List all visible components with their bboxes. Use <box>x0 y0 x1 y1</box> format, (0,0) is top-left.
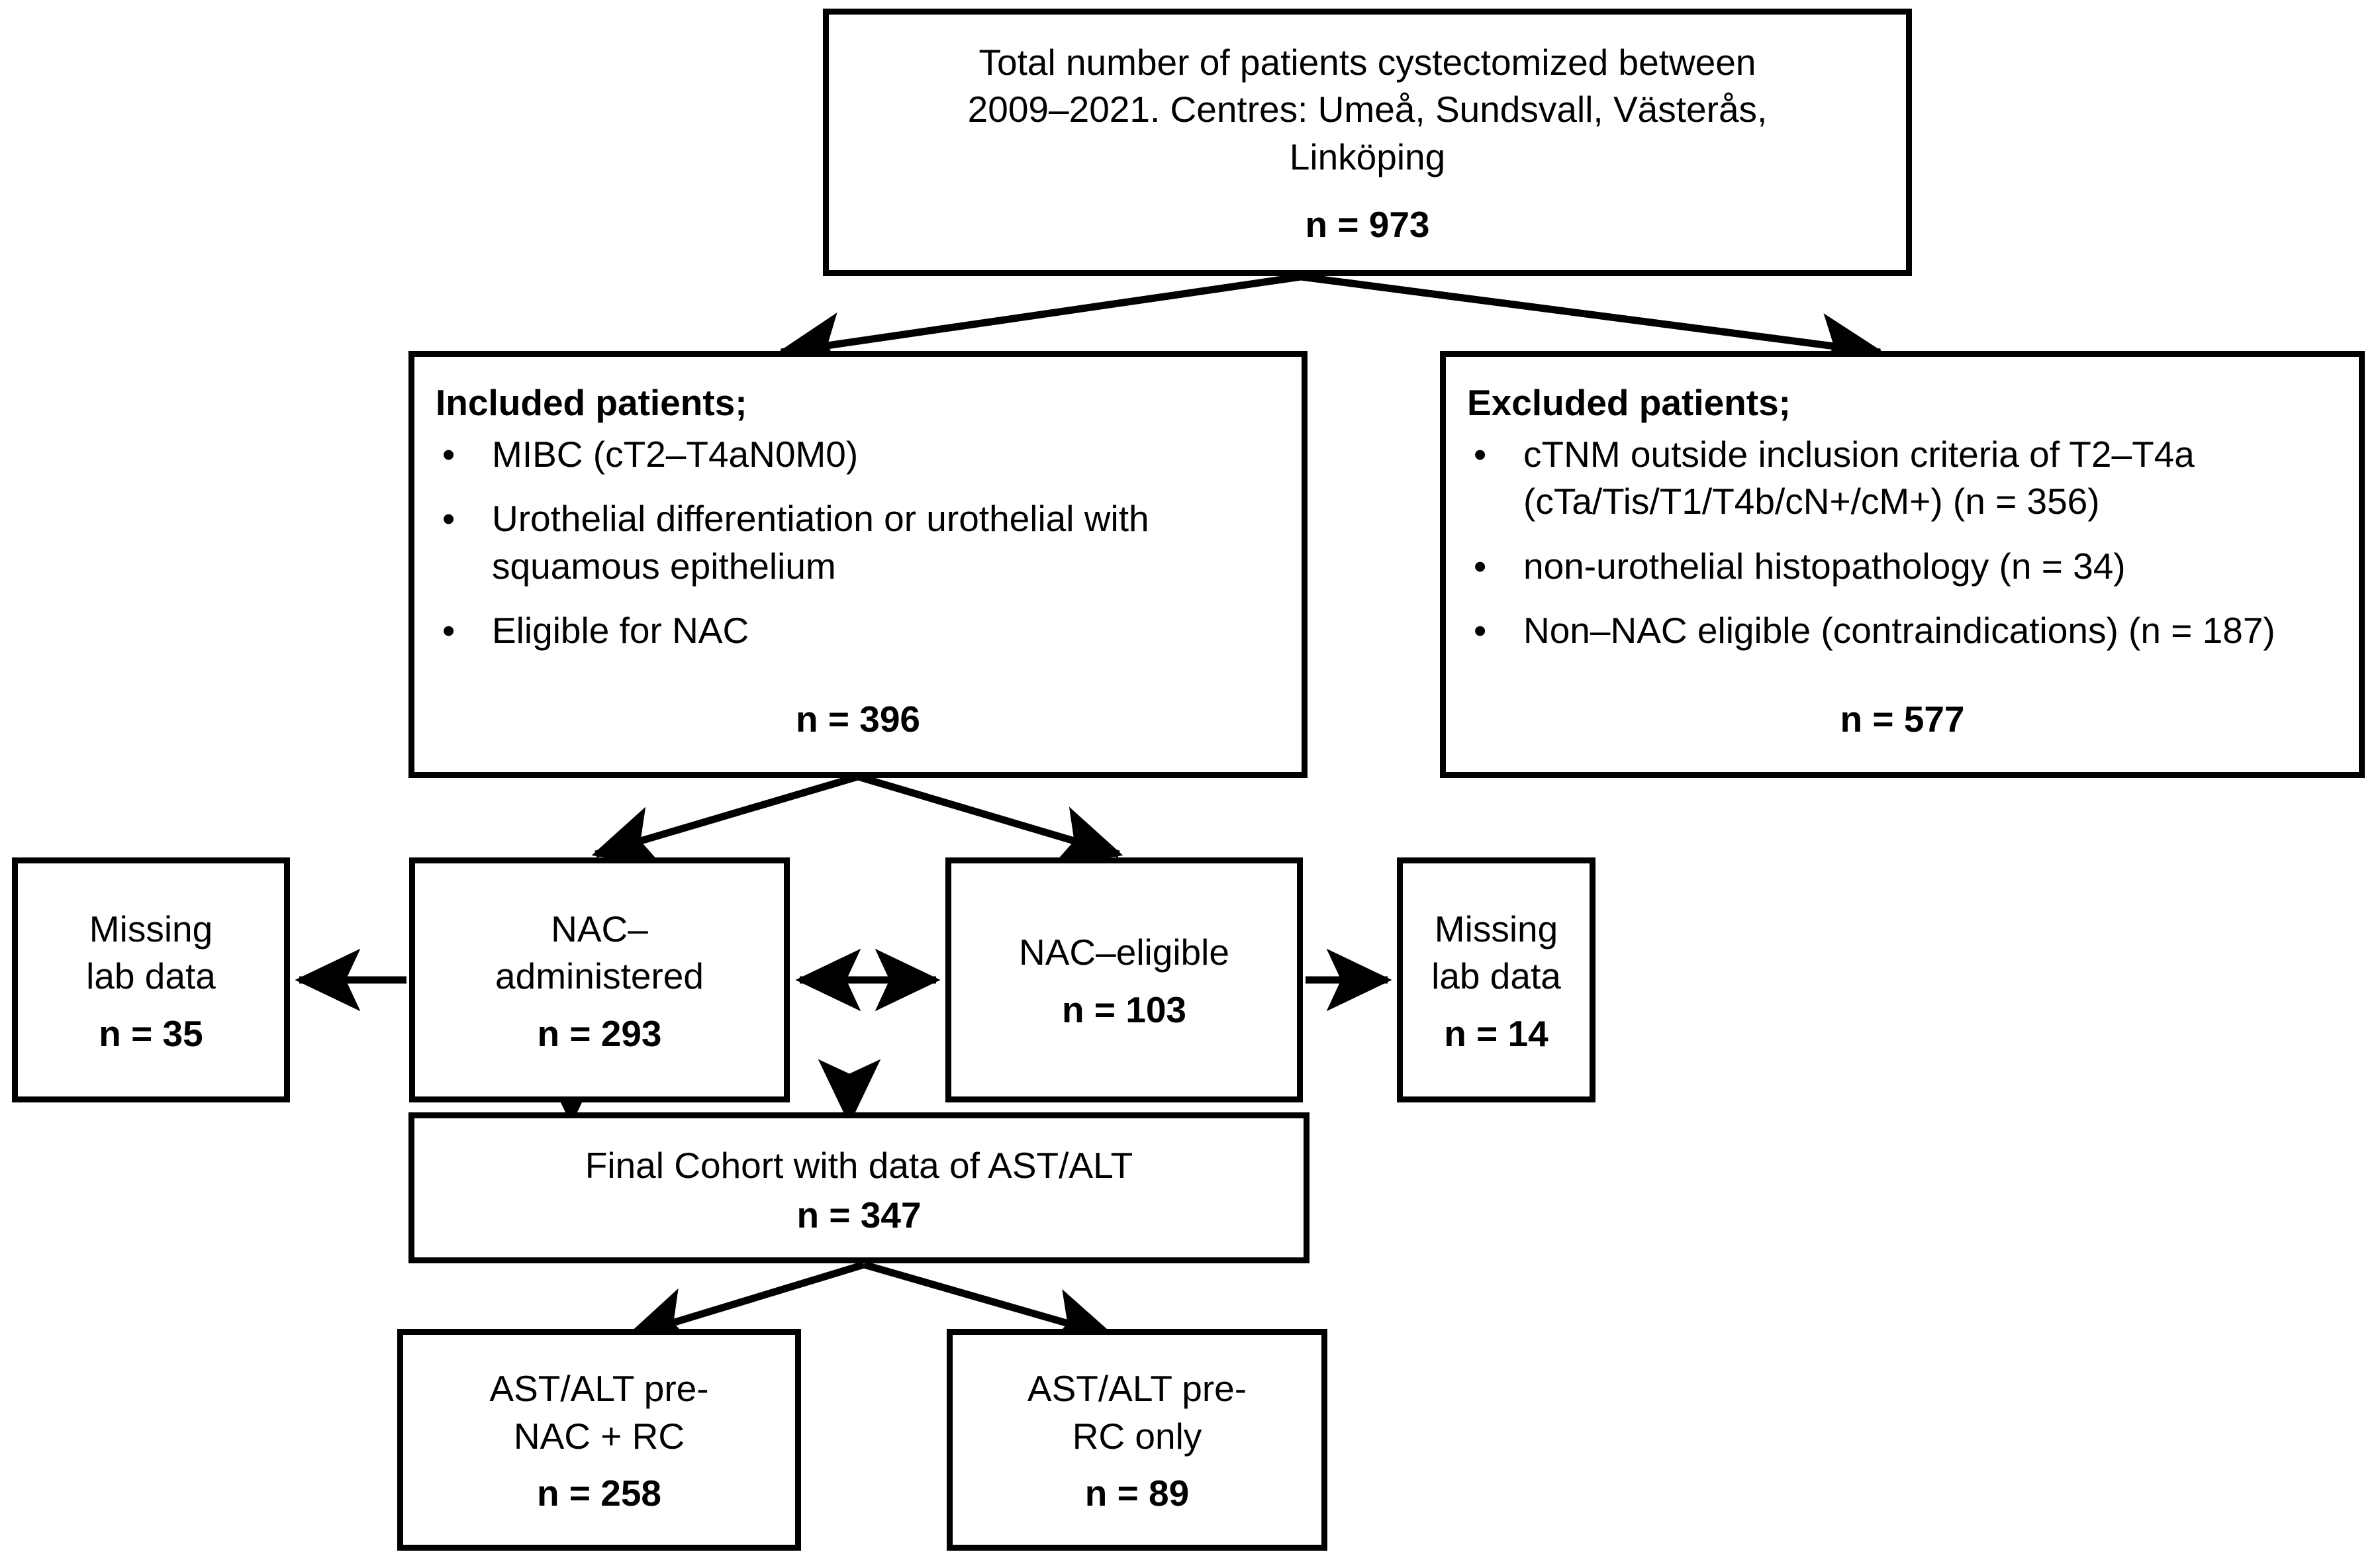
edge-included-to-nac-administered <box>591 773 859 867</box>
node-total-patients: Total number of patients cystectomized b… <box>823 9 1912 276</box>
edge-final-cohort-to-pre-nac-rc <box>624 1261 865 1349</box>
total-patients-count: n = 973 <box>1305 204 1430 246</box>
total-patients-line1: Total number of patients cystectomized b… <box>978 41 1756 83</box>
nac-administered-line2: administered <box>495 955 704 996</box>
included-patients-heading: Included patients; <box>436 382 747 423</box>
pre-nac-rc-count: n = 258 <box>536 1473 662 1514</box>
node-ast-alt-pre-nac-rc: AST/ALT pre- NAC + RC n = 258 <box>397 1329 801 1551</box>
excluded-patients-heading: Excluded patients; <box>1467 382 1791 423</box>
node-missing-lab-data-left: Missing lab data n = 35 <box>12 857 290 1102</box>
included-bullet-3: Eligible for NAC <box>428 607 1288 655</box>
pre-rc-only-line2: RC only <box>1072 1415 1202 1457</box>
pre-rc-only-count: n = 89 <box>1084 1473 1190 1514</box>
nac-administered-count: n = 293 <box>537 1012 662 1054</box>
missing-left-line1: Missing <box>89 908 213 949</box>
excluded-bullet-3: Non–NAC eligible (contraindications) (n … <box>1459 607 2346 655</box>
node-nac-eligible: NAC–eligible n = 103 <box>945 857 1303 1102</box>
node-missing-lab-data-right: Missing lab data n = 14 <box>1397 857 1595 1102</box>
node-ast-alt-pre-rc-only: AST/ALT pre- RC only n = 89 <box>947 1329 1327 1551</box>
missing-right-count: n = 14 <box>1444 1012 1548 1054</box>
excluded-bullet-2: non-urothelial histopathology (n = 34) <box>1459 543 2346 591</box>
final-cohort-line1: Final Cohort with data of AST/ALT <box>585 1145 1133 1186</box>
nac-eligible-count: n = 103 <box>1061 989 1187 1030</box>
nac-eligible-line1: NAC–eligible <box>1019 932 1229 973</box>
nac-administered-line1: NAC– <box>551 908 648 949</box>
included-patients-bullets: MIBC (cT2–T4aN0M0) Urothelial differenti… <box>428 431 1288 672</box>
node-included-patients: Included patients; MIBC (cT2–T4aN0M0) Ur… <box>408 351 1308 778</box>
pre-nac-rc-line1: AST/ALT pre- <box>489 1368 709 1409</box>
missing-right-line1: Missing <box>1434 908 1558 949</box>
missing-left-count: n = 35 <box>99 1012 203 1054</box>
edge-total-to-included <box>777 273 1302 375</box>
included-patients-count: n = 396 <box>795 699 921 740</box>
total-patients-line2: 2009–2021. Centres: Umeå, Sundsvall, Väs… <box>967 89 1768 130</box>
node-final-cohort: Final Cohort with data of AST/ALT n = 34… <box>408 1112 1309 1263</box>
included-bullet-1: MIBC (cT2–T4aN0M0) <box>428 431 1288 479</box>
missing-right-line2: lab data <box>1431 955 1561 996</box>
excluded-bullet-1: cTNM outside inclusion criteria of T2–T4… <box>1459 431 2346 526</box>
excluded-patients-count: n = 577 <box>1840 699 1965 740</box>
edge-total-to-excluded <box>1300 273 1885 375</box>
pre-nac-rc-line2: NAC + RC <box>513 1415 685 1457</box>
included-bullet-2: Urothelial differentiation or urothelial… <box>428 495 1288 590</box>
total-patients-line3: Linköping <box>1289 136 1446 177</box>
missing-left-line2: lab data <box>86 955 216 996</box>
edge-final-cohort-to-pre-rc-only <box>863 1261 1117 1349</box>
pre-rc-only-line1: AST/ALT pre- <box>1027 1368 1247 1409</box>
node-excluded-patients: Excluded patients; cTNM outside inclusio… <box>1440 351 2365 778</box>
excluded-patients-bullets: cTNM outside inclusion criteria of T2–T4… <box>1459 431 2346 672</box>
edge-included-to-nac-eligible <box>857 773 1123 867</box>
final-cohort-count: n = 347 <box>796 1194 922 1236</box>
node-nac-administered: NAC– administered n = 293 <box>409 857 790 1102</box>
